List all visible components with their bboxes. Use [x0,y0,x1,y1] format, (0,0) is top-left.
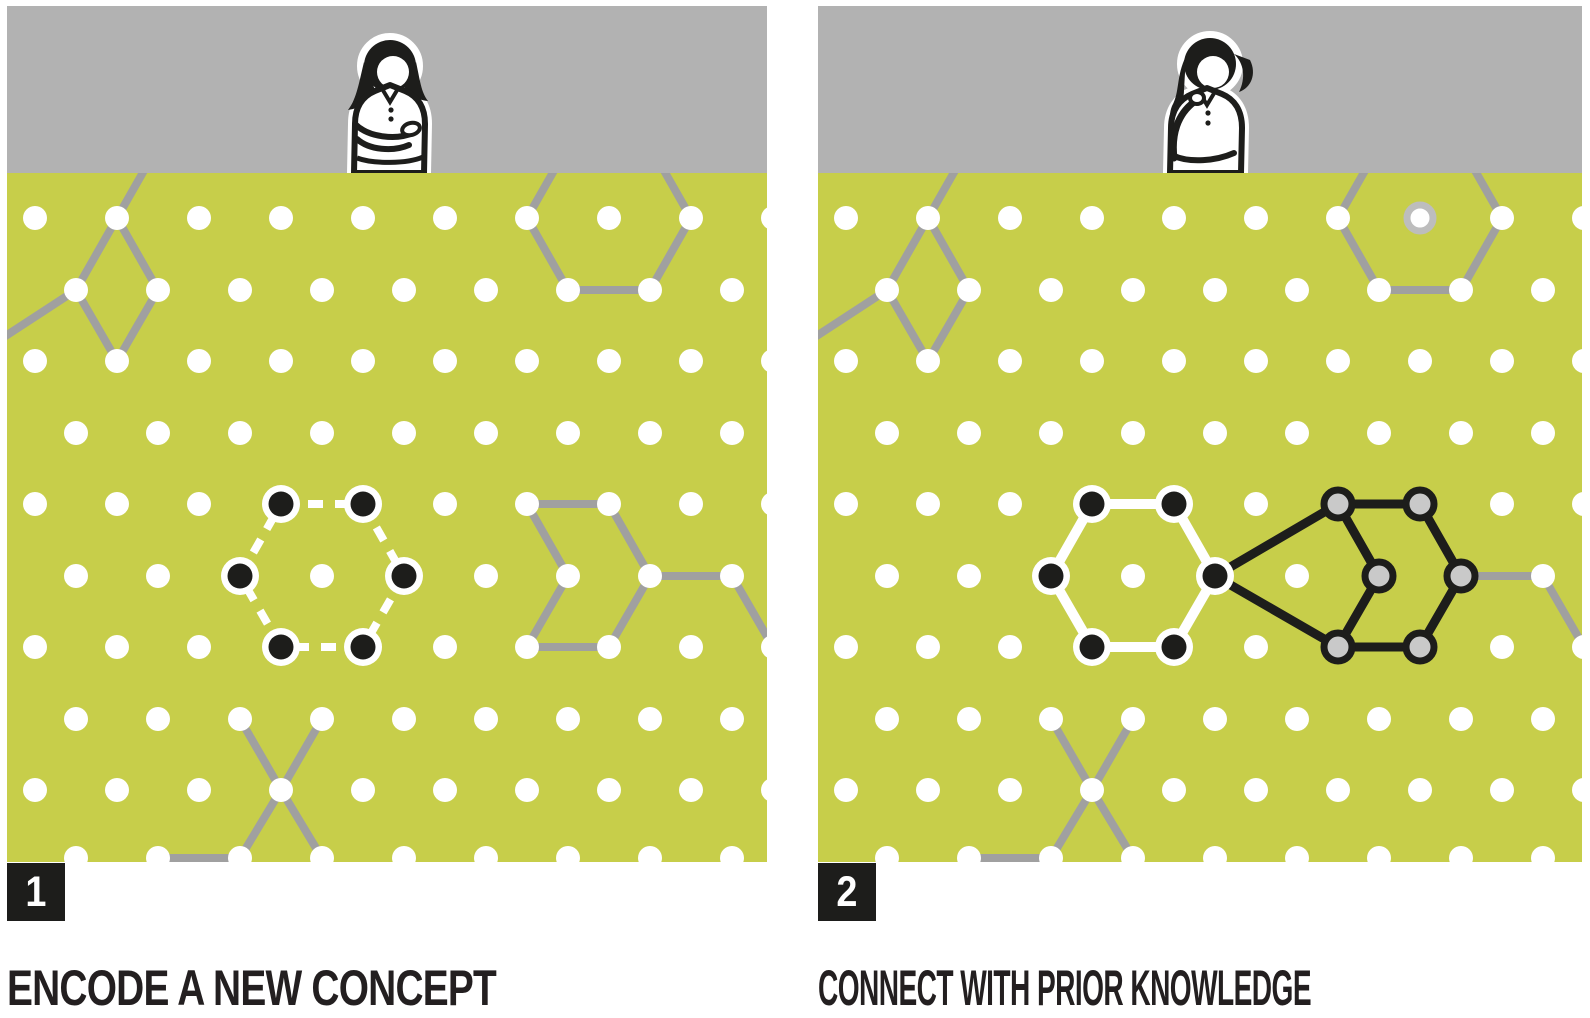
network-art-connect [818,173,1582,862]
panel-1-title: ENCODE A NEW CONCEPT [7,960,497,1016]
panel-connect-prior-knowledge [818,6,1582,862]
step-1-number: 1 [25,867,47,916]
panel-2-title: CONNECT WITH PRIOR KNOWLEDGE [818,960,1312,1016]
step-1-badge: 1 [7,863,65,921]
woman-arms-crossed-icon [347,33,432,173]
step-2-number: 2 [836,867,858,916]
panel-encode-new-concept [7,6,767,862]
step-2-badge: 2 [818,863,876,921]
knowledge-field [7,173,767,862]
network-art-encode [7,173,767,862]
woman-thinking-icon [1163,31,1253,173]
